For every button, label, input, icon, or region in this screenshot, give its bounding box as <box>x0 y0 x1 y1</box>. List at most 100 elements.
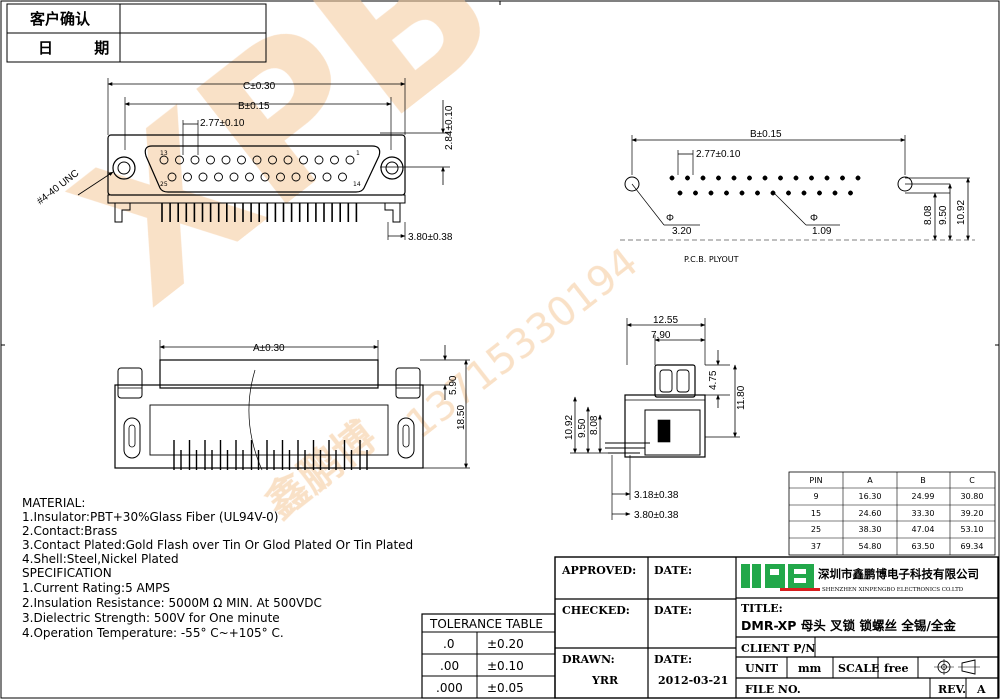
confirm-box: 客户确认 日 期 <box>6 3 267 63</box>
pcb-hole <box>700 175 706 181</box>
pin-table-row-3-col-3: 53.10 <box>961 525 984 534</box>
tolerance-row-2-value: ±0.10 <box>487 659 524 673</box>
tolerance-title: TOLERANCE TABLE <box>429 617 543 631</box>
dim-offset-label: 3.80±0.38 <box>408 232 453 243</box>
top-view <box>114 340 470 471</box>
pin-socket <box>307 172 316 182</box>
pin-table-row-2-col-2: 33.30 <box>912 509 935 518</box>
pin-socket <box>237 155 246 165</box>
drawn-date-label: DATE: <box>654 653 692 666</box>
spec-title: SPECIFICATION <box>22 566 112 580</box>
client-pn-label: CLIENT P/N <box>741 642 815 655</box>
pin-socket <box>299 155 308 165</box>
pin-table-row-3-col-1: 38.30 <box>859 525 882 534</box>
pcb-hole <box>747 175 752 181</box>
drawn-by-value: YRR <box>591 674 619 687</box>
pin-table-row-2-col-0: 15 <box>811 509 821 518</box>
pin-table-row-4-col-0: 37 <box>811 542 821 551</box>
dim-318-label: 3.18±0.38 <box>634 490 679 501</box>
pcb-hole <box>724 190 729 196</box>
dim-475-label: 4.75 <box>708 370 719 390</box>
pin-socket <box>291 172 301 182</box>
pin-socket <box>175 155 184 165</box>
pin-socket <box>167 172 177 182</box>
pcb-caption: P.C.B. PLYOUT <box>684 255 739 264</box>
pin-table-row-4-col-2: 63.50 <box>912 542 935 551</box>
pin-socket <box>252 155 262 165</box>
pin-table-row-1-col-3: 30.80 <box>961 492 984 501</box>
confirm-date-label: 日 期 <box>38 39 127 57</box>
pcb-hole <box>817 190 822 196</box>
pin-socket <box>276 172 285 182</box>
pcb-hole-small-label: 1.09 <box>812 226 832 237</box>
pcb-hole <box>677 190 683 196</box>
material-title: MATERIAL: <box>22 496 85 510</box>
pcb-hole-small-symbol: Φ <box>810 213 818 224</box>
dim-790-label: 7.90 <box>651 330 671 341</box>
projection-symbol-icon <box>934 659 980 675</box>
pcb-hole <box>786 190 791 196</box>
front-view <box>77 78 450 240</box>
side-view-labels: 12.55 7.90 4.75 11.80 10.92 9.50 8.08 3.… <box>564 315 747 521</box>
top-view-labels: A±0.30 5.90 18.50 <box>253 343 467 430</box>
pin-table-row-3-col-2: 47.04 <box>912 525 935 534</box>
pcb-hole <box>755 190 760 196</box>
pcb-hole <box>693 190 698 196</box>
file-no-label: FILE NO. <box>745 683 801 696</box>
pcb-hole <box>685 175 690 181</box>
pcb-hole <box>716 175 721 181</box>
title-block-text: APPROVED: DATE: CHECKED: DATE: DRAWN: YR… <box>561 564 986 696</box>
rev-value: A <box>976 683 986 696</box>
tolerance-row-1-precision: .0 <box>443 637 454 651</box>
company-name-en: SHENZHEN XINPENGBO ELECTRONICS CO.LTD <box>822 587 964 593</box>
unit-value: mm <box>798 662 822 675</box>
pcb-hole <box>801 190 807 196</box>
company-logo <box>741 564 820 591</box>
pin-table-row-4-col-1: 54.80 <box>859 542 882 551</box>
pcb-hole <box>793 175 799 181</box>
material-line-4: 4.Shell:Steel,Nickel Plated <box>22 552 179 566</box>
dim-a-label: A±0.30 <box>253 343 285 354</box>
pin-socket <box>206 155 215 165</box>
watermark: XPB 鑫鹏博 13715330194 <box>36 0 647 528</box>
pcb-hole <box>809 175 814 181</box>
pin-table-header-col-3: C <box>969 476 975 485</box>
pin-socket <box>159 155 169 165</box>
pcb-hole-large-symbol: Φ <box>666 213 674 224</box>
pcb-layout <box>620 135 975 241</box>
pin-table-row-1-col-2: 24.99 <box>912 492 935 501</box>
dim-380-label: 3.80±0.38 <box>634 510 679 521</box>
pin-socket <box>345 155 355 165</box>
pcb-hole <box>739 190 745 196</box>
rev-label: REV. <box>938 683 966 696</box>
unit-label: UNIT <box>745 662 779 675</box>
pin-socket <box>245 172 254 182</box>
pcb-dim-b-label: B±0.15 <box>750 129 782 140</box>
pcb-hole <box>848 190 853 196</box>
pcb-hole <box>778 175 783 181</box>
customer-confirm-label: 客户确认 <box>29 10 91 28</box>
pin-table-row-3-col-0: 25 <box>811 525 821 534</box>
dim-pitch-label: 2.77±0.10 <box>200 118 245 129</box>
pin-table-header-col-1: A <box>867 476 873 485</box>
tolerance-table-text: TOLERANCE TABLE .0 ±0.20 .00 ±0.10 .000 … <box>429 617 543 695</box>
pin-table-row-2-col-1: 24.60 <box>859 509 882 518</box>
pcb-hole <box>832 190 838 196</box>
pin-socket <box>229 172 239 182</box>
tolerance-row-1-value: ±0.20 <box>487 637 524 651</box>
dim-1092-side-label: 10.92 <box>564 415 575 440</box>
pin-table-row-4-col-3: 69.34 <box>961 542 984 551</box>
dim-808-side-label: 8.08 <box>589 415 600 435</box>
dim-b-label: B±0.15 <box>238 101 270 112</box>
pcb-dim-1092-label: 10.92 <box>956 200 967 225</box>
dim-c-label: C±0.30 <box>243 81 276 92</box>
pin-socket <box>283 155 293 165</box>
material-line-2: 2.Contact:Brass <box>22 524 117 538</box>
pin-table-header-col-2: B <box>920 476 926 485</box>
pin-socket <box>183 172 192 182</box>
pin-socket <box>338 172 347 182</box>
drawn-date-value: 2012-03-21 <box>658 674 728 687</box>
side-view <box>570 318 740 520</box>
